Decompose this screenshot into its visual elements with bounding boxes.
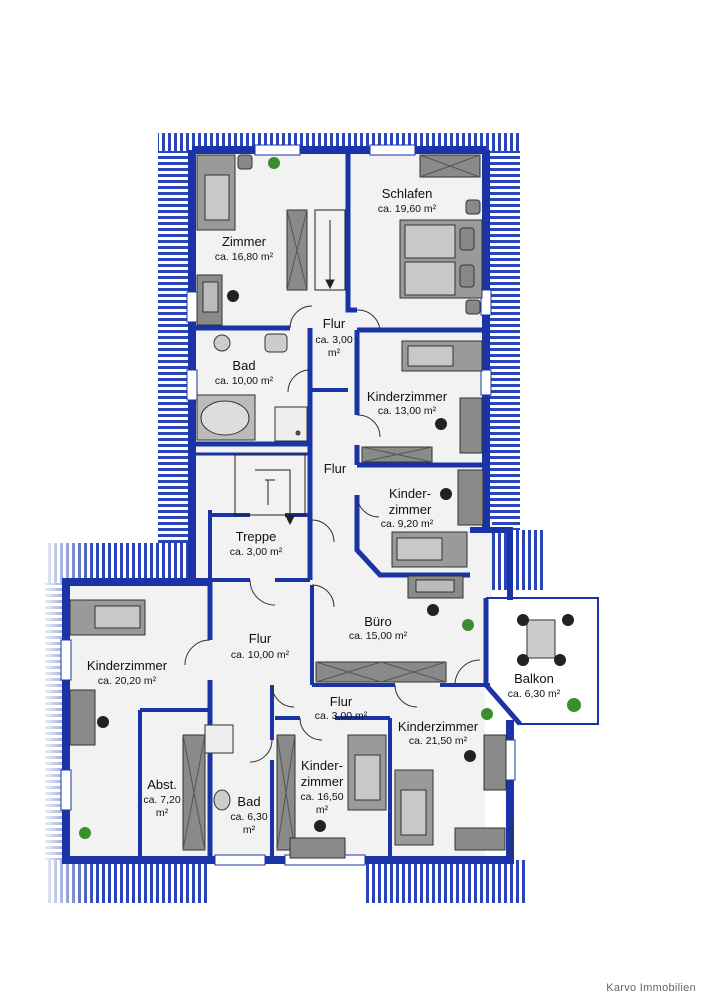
room-name-flur-mid: Flur	[324, 461, 347, 476]
room-name-kinderzimmer-16: Kinder-	[301, 758, 343, 773]
credit-text: Karvo Immobilien	[606, 982, 696, 994]
room-area-unit-kinderzimmer-16: m²	[316, 804, 329, 816]
room-area-flur-10: ca. 10,00 m²	[231, 649, 290, 661]
room-area-abst: ca. 7,20	[143, 794, 181, 806]
room-name-zimmer: Zimmer	[222, 234, 267, 249]
room-area-unit-bad-bottom: m²	[243, 824, 256, 836]
room-name-kinderzimmer-16-line2: zimmer	[301, 774, 344, 789]
room-name-bad-top: Bad	[232, 358, 255, 373]
room-area-kinderzimmer-20: ca. 20,20 m²	[98, 675, 157, 687]
room-name-schlafen: Schlafen	[382, 186, 433, 201]
room-area-treppe: ca. 3,00 m²	[230, 546, 283, 558]
room-name-kinderzimmer-9: Kinder-	[389, 486, 431, 501]
room-name-flur-top: Flur	[323, 316, 346, 331]
room-area-buero: ca. 15,00 m²	[349, 630, 408, 642]
room-name-abst: Abst.	[147, 777, 177, 792]
room-area-flur-top: ca. 3,00	[315, 334, 353, 346]
room-name-flur-10: Flur	[249, 631, 272, 646]
room-name-flur-3: Flur	[330, 694, 353, 709]
watermark-text: MoGrundriss	[510, 824, 516, 858]
room-area-unit-abst: m²	[156, 807, 169, 819]
room-name-buero: Büro	[364, 614, 391, 629]
room-name-kinderzimmer-21: Kinderzimmer	[398, 719, 479, 734]
room-area-bad-top: ca. 10,00 m²	[215, 375, 274, 387]
room-area-flur-3: ca. 3,00 m²	[315, 710, 368, 722]
room-area-kinderzimmer-21: ca. 21,50 m²	[409, 735, 468, 747]
plants	[79, 157, 581, 839]
room-name-kinderzimmer-20: Kinderzimmer	[87, 658, 168, 673]
room-area-schlafen: ca. 19,60 m²	[378, 203, 437, 215]
room-name-kinderzimmer-9-line2: zimmer	[389, 502, 432, 517]
door-swings	[184, 305, 481, 763]
room-area-bad-bottom: ca. 6,30	[230, 811, 268, 823]
windows	[60, 144, 516, 866]
room-area-kinderzimmer-13: ca. 13,00 m²	[378, 405, 437, 417]
room-area-kinderzimmer-16: ca. 16,50	[300, 791, 343, 803]
room-name-balkon: Balkon	[514, 671, 554, 686]
room-area-kinderzimmer-9: ca. 9,20 m²	[381, 518, 434, 530]
room-area-balkon: ca. 6,30 m²	[508, 688, 561, 700]
room-area-zimmer: ca. 16,80 m²	[215, 251, 274, 263]
chairs	[97, 290, 574, 832]
furniture	[69, 154, 556, 859]
room-area-unit-flur-top: m²	[328, 347, 341, 359]
room-name-bad-bottom: Bad	[237, 794, 260, 809]
room-name-treppe: Treppe	[236, 529, 277, 544]
room-name-kinderzimmer-13: Kinderzimmer	[367, 389, 448, 404]
room-labels: Zimmer ca. 16,80 m² Schlafen ca. 19,60 m…	[87, 186, 561, 836]
stairs	[234, 209, 346, 526]
